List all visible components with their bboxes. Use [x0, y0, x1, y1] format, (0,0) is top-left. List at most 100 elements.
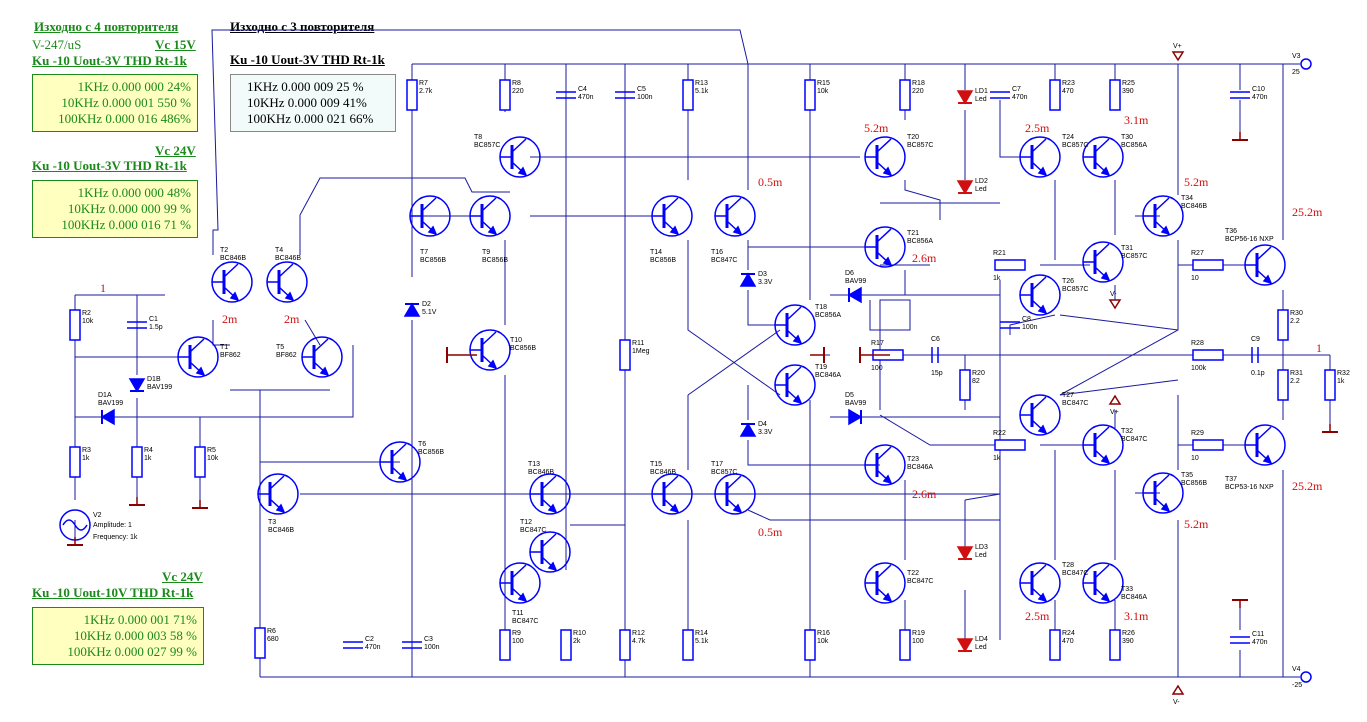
transistor-arrow — [229, 291, 240, 302]
transistor-arrow — [547, 503, 558, 514]
transistor-type: BC857C — [1062, 286, 1088, 293]
transistor-collector — [278, 263, 294, 278]
diode-d4 — [739, 422, 757, 437]
transistor-ref: T8 — [474, 134, 482, 141]
diode-ref: LD1 — [975, 88, 988, 95]
transistor-collector — [786, 366, 802, 381]
transistor-arrow — [792, 334, 803, 345]
transistor-ref: T17 — [711, 461, 723, 468]
resistor-ref: R8 — [512, 80, 521, 87]
resistor-ref: R12 — [632, 630, 645, 637]
transistor-collector — [511, 138, 527, 153]
resistor-r21 — [994, 259, 1026, 271]
panel4-title: Изходно с 4 повторителя — [34, 19, 179, 34]
current-annotation-t2: 2m — [222, 312, 238, 326]
resistor-value: 680 — [267, 636, 279, 643]
wire — [999, 100, 1020, 158]
result-row: 100KHz 0.000 021 66% — [247, 111, 374, 126]
resistor-body — [994, 439, 1026, 451]
resistor-value: 10 — [1191, 275, 1199, 282]
transistor-arrow — [1160, 502, 1171, 513]
transistor-collector — [1031, 276, 1047, 291]
wire — [570, 524, 626, 570]
current-annotation-t23: 2.6m — [912, 487, 937, 501]
transistor-ref: T10 — [510, 337, 522, 344]
wire — [304, 319, 321, 346]
transistor-ref: T32 — [1121, 428, 1133, 435]
resistor-value: 470 — [1062, 88, 1074, 95]
result-row: 1KHz 0.000 000 48% — [77, 185, 191, 200]
transistor-arrow — [1037, 592, 1048, 603]
terminal-circle — [1300, 671, 1312, 683]
transistor-type: BC846B — [220, 255, 246, 262]
resistor-r4 — [131, 446, 143, 478]
transistor-arrow — [275, 503, 286, 514]
capacitor-c6 — [931, 347, 939, 363]
transistor-arrow — [792, 394, 803, 405]
resistor-ref: R10 — [573, 630, 586, 637]
resistor-body — [682, 629, 694, 661]
transistor-collector — [481, 331, 497, 346]
capacitor-value: 470n — [578, 94, 594, 101]
diode-symbol — [956, 546, 974, 561]
diode-value: Led — [975, 186, 987, 193]
transistor-ref: T22 — [907, 570, 919, 577]
current-annotation-t17_bot: 0.5m — [758, 525, 783, 539]
resistor-ref: R29 — [1191, 430, 1204, 437]
transistor-type: BC847C — [512, 618, 538, 625]
transistor-collector — [391, 443, 407, 458]
resistor-body — [899, 79, 911, 111]
current-annotation-t34: 5.2m — [1184, 175, 1209, 189]
capacitor-ref: C6 — [931, 336, 940, 343]
resistor-value: 5.1k — [695, 88, 709, 95]
resistor-r19 — [899, 629, 911, 661]
transistor-collector — [876, 138, 892, 153]
transistor-t15 — [651, 473, 693, 515]
panel4-vc24: Vc 24V — [155, 143, 196, 158]
diode-ref: D2 — [422, 301, 431, 308]
resistor-r13 — [682, 79, 694, 111]
panel4-cond24: Ku -10 Uout-3V THD Rt-1k — [32, 158, 187, 173]
panel4-results15: 1KHz 0.000 000 24%10KHz 0.000 001 550 %1… — [32, 74, 198, 132]
transistor-collector — [269, 475, 285, 490]
diode-value: Led — [975, 552, 987, 559]
ground-symbol — [859, 347, 890, 363]
transistor-t2 — [211, 261, 253, 303]
result-row: 100KHz 0.000 027 99 % — [67, 644, 197, 659]
transistor-t30 — [1082, 136, 1124, 178]
current-annotation-t24: 2.5m — [1025, 121, 1050, 135]
capacitor-ref: C4 — [578, 86, 587, 93]
resistor-r2 — [69, 309, 81, 341]
rail-arrow-head — [1171, 684, 1185, 695]
wire — [1059, 314, 1179, 331]
resistor-body — [1109, 79, 1121, 111]
transistor-collector — [1031, 564, 1047, 579]
wire — [75, 345, 354, 418]
capacitor-value: 100n — [637, 94, 653, 101]
resistor-body — [69, 446, 81, 478]
transistor-collector — [189, 338, 205, 353]
resistor-value: 4.7k — [632, 638, 646, 645]
resistor-r6 — [254, 627, 266, 659]
transistor-arrow — [1037, 166, 1048, 177]
diode-symbol — [847, 286, 862, 304]
ground-symbol — [1232, 132, 1248, 141]
diode-symbol — [956, 90, 974, 105]
transistor-type: BC856A — [1121, 142, 1147, 149]
resistor-body — [619, 339, 631, 371]
transistor-collector — [511, 564, 527, 579]
capacitor-ref: C3 — [424, 636, 433, 643]
source-amplitude: Amplitude: 1 — [93, 522, 132, 529]
resistor-ref: R6 — [267, 628, 276, 635]
diode-ld2 — [956, 180, 974, 195]
resistor-r14 — [682, 629, 694, 661]
transistor-type: BC857C — [1062, 142, 1088, 149]
terminal-value: 25 — [1292, 69, 1300, 76]
wire — [687, 240, 781, 396]
resistor-r3 — [69, 446, 81, 478]
transistor-type: BC846A — [1121, 594, 1147, 601]
transistor-t26 — [1019, 274, 1061, 316]
resistor-body — [131, 446, 143, 478]
resistor-body — [1324, 369, 1336, 401]
resistor-body — [69, 309, 81, 341]
